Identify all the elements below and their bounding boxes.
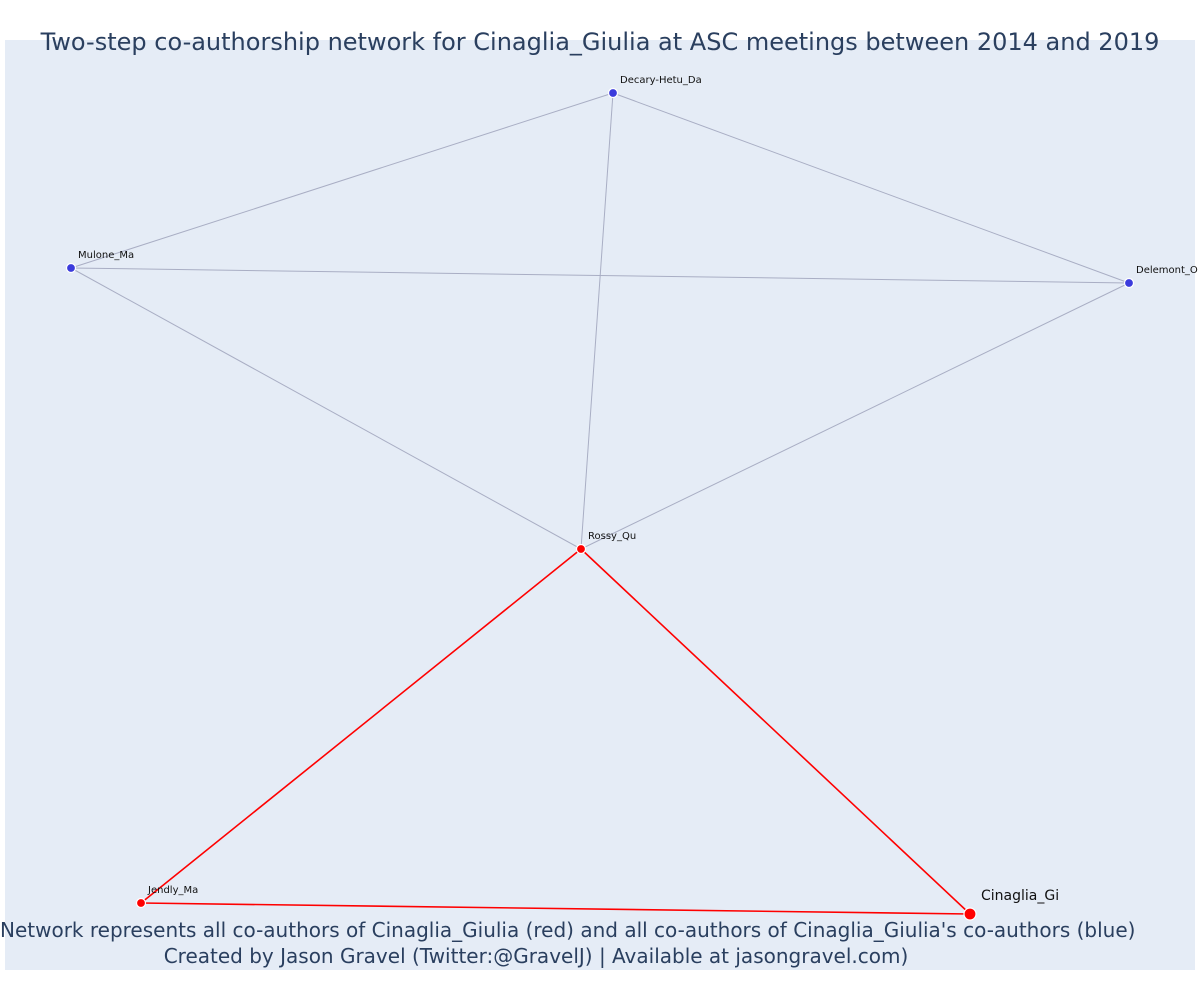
node-label-Delemont_O: Delemont_O	[1136, 265, 1198, 276]
nodes-layer	[65, 87, 1135, 921]
edge-Delemont_O-Rossy_Qu	[580, 282, 1130, 550]
edge-Mulone_Ma-Delemont_O	[70, 267, 1130, 284]
edge-Mulone_Ma-Rossy_Qu	[70, 267, 582, 550]
node-label-Cinaglia_Gi: Cinaglia_Gi	[981, 888, 1059, 904]
node-Mulone_Ma[interactable]	[65, 262, 77, 274]
edge-Jendly_Ma-Cinaglia_Gi	[140, 902, 971, 915]
node-label-Jendly_Ma: Jendly_Ma	[147, 885, 198, 896]
edges-layer	[70, 92, 1130, 915]
edge-Rossy_Qu-Cinaglia_Gi	[580, 548, 971, 915]
node-Cinaglia_Gi[interactable]	[963, 907, 977, 921]
node-Decary-Hetu_Da[interactable]	[607, 87, 619, 99]
node-Jendly_Ma[interactable]	[135, 897, 147, 909]
edge-Decary-Hetu_Da-Mulone_Ma	[70, 92, 614, 269]
node-Delemont_O[interactable]	[1123, 277, 1135, 289]
node-label-Mulone_Ma: Mulone_Ma	[78, 250, 134, 261]
caption-line-2: Created by Jason Gravel (Twitter:@Gravel…	[163, 944, 909, 968]
plot-area	[5, 40, 1195, 970]
edge-Rossy_Qu-Jendly_Ma	[140, 548, 582, 904]
node-Rossy_Qu[interactable]	[575, 543, 587, 555]
edge-Decary-Hetu_Da-Delemont_O	[612, 92, 1130, 284]
caption-line-1: Network represents all co-authors of Cin…	[0, 918, 1136, 942]
node-label-Rossy_Qu: Rossy_Qu	[588, 531, 636, 542]
node-label-Decary-Hetu_Da: Decary-Hetu_Da	[620, 75, 702, 86]
chart-title: Two-step co-authorship network for Cinag…	[40, 28, 1160, 56]
edge-Decary-Hetu_Da-Rossy_Qu	[580, 92, 614, 550]
